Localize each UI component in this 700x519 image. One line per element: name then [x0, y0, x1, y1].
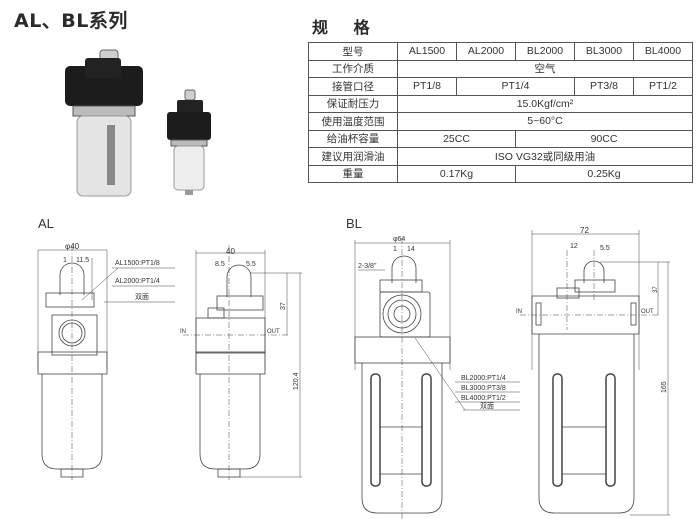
al-port-label-1: AL1500:PT1/8 — [115, 260, 160, 267]
al-side-out-label: OUT — [267, 329, 280, 335]
bl-front-offset-dim2: 14 — [407, 246, 415, 253]
bl-side-height-dim: 37 — [653, 286, 659, 293]
page-title: AL、BL系列 — [14, 10, 128, 32]
al-front-offset-dim: 1 — [63, 257, 67, 264]
bl-side-total-height: 165 — [661, 381, 668, 393]
bl-side-out-label: OUT — [641, 309, 654, 315]
al-side-width-dim: 40 — [226, 247, 235, 256]
model-cell: BL3000 — [574, 42, 634, 61]
bl-drawing-label: BL — [346, 216, 362, 231]
bl-product-image — [167, 89, 211, 195]
table-row-oil-capacity: 给油杯容量 25CC 90CC — [308, 129, 693, 148]
al-product-image — [65, 49, 143, 197]
spec-title: 规 格 — [312, 18, 380, 37]
al-port-label-3: 双面 — [135, 293, 149, 301]
al-side-total-height: 120.4 — [293, 372, 300, 390]
al-front-width-dim: φ40 — [65, 242, 80, 251]
table-row-weight: 重量 0.17Kg 0.25Kg — [308, 164, 693, 183]
table-row-port-size: 接管口径 PT1/8 PT1/4 PT3/8 PT1/2 — [308, 77, 693, 96]
bl-side-left-dim: 12 — [570, 243, 578, 250]
bl-port-label-4: 双面 — [480, 402, 494, 410]
bl-side-drawing — [520, 230, 670, 516]
al-side-in-label: IN — [180, 329, 186, 335]
value-cell: 90CC — [515, 129, 693, 148]
bl-front-offset-dim: 1 — [393, 246, 397, 253]
bl-side-width-dim: 72 — [580, 226, 589, 235]
al-drawing-label: AL — [38, 216, 54, 231]
table-row-lubricant: 建议用润滑油 ISO VG32或同级用油 — [308, 147, 693, 166]
al-side-left-dim: 8.5 — [215, 261, 225, 268]
bl-port-label-3: BL4000:PT1/2 — [461, 395, 506, 402]
bl-port-label-2: BL3000:PT3/8 — [461, 385, 506, 392]
model-cell: AL1500 — [397, 42, 457, 61]
al-side-height-dim: 37 — [280, 302, 287, 310]
bl-port-label-1: BL2000:PT1/4 — [461, 375, 506, 382]
al-port-label-2: AL2000:PT1/4 — [115, 278, 160, 285]
bl-front-width-dim: φ64 — [393, 236, 405, 243]
row-label: 使用温度范围 — [308, 112, 398, 131]
spec-table: 型号 AL1500 AL2000 BL2000 BL3000 BL4000 工作… — [308, 42, 693, 183]
bl-side-right-dim: 5.5 — [600, 245, 610, 252]
bl-side-in-label: IN — [516, 309, 522, 315]
al-front-drawing — [37, 245, 175, 480]
row-label: 工作介质 — [308, 59, 398, 78]
table-row-temperature: 使用温度范围 5~60°C — [308, 112, 693, 131]
model-cell: AL2000 — [456, 42, 516, 61]
product-photo — [65, 49, 211, 197]
value-cell: 0.25Kg — [515, 164, 693, 183]
bl-front-drawing — [354, 238, 520, 519]
al-side-right-dim: 5.5 — [246, 261, 256, 268]
al-front-offset-dim2: 11.5 — [76, 257, 89, 264]
bl-thread-label: 2-3/8" — [358, 263, 377, 270]
model-cell: BL4000 — [633, 42, 693, 61]
al-side-drawing — [183, 245, 302, 480]
